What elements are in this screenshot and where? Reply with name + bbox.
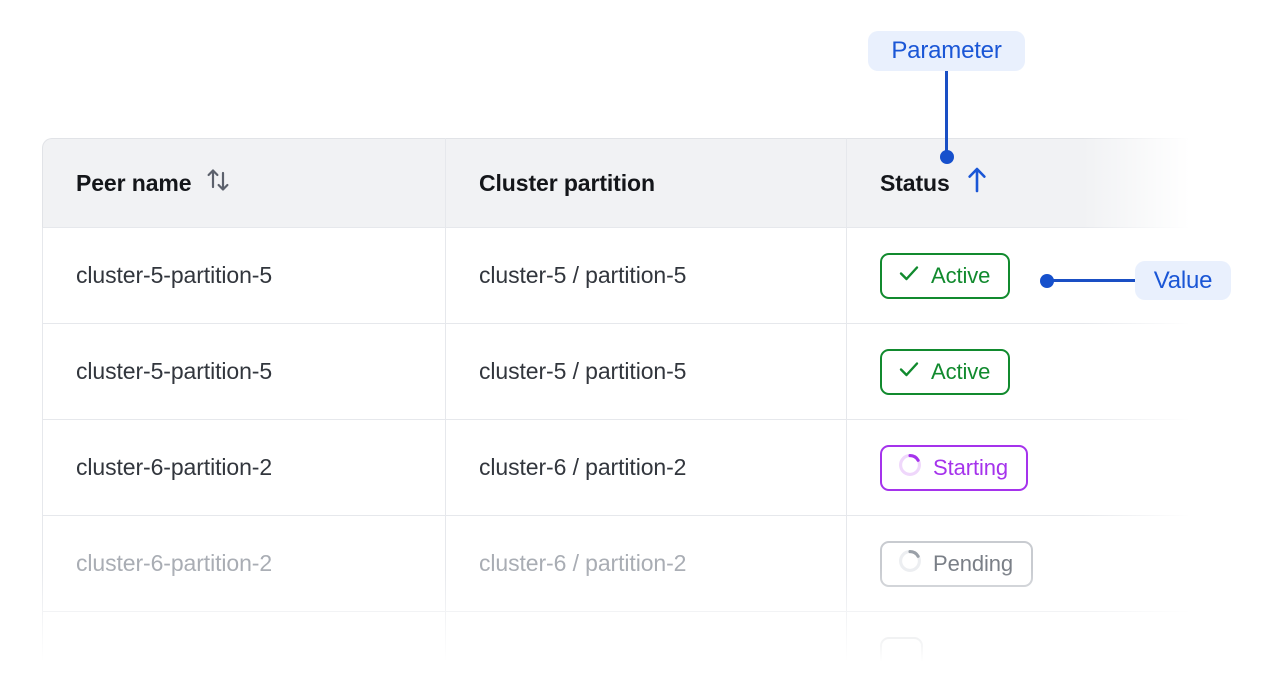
peers-table: Peer name Cluster partition <box>42 138 1232 688</box>
cell-peer-name <box>42 612 446 688</box>
annotation-dot-parameter <box>940 150 954 164</box>
table-row[interactable]: cluster-5-partition-5 cluster-5 / partit… <box>42 324 1232 420</box>
annotation-label-parameter: Parameter <box>868 31 1025 71</box>
table-row[interactable] <box>42 612 1232 688</box>
cell-status: Active <box>847 228 1232 324</box>
cell-status: Active <box>847 324 1232 420</box>
cell-cluster-partition: cluster-6 / partition-2 <box>446 420 847 516</box>
cell-cluster-partition: cluster-6 / partition-2 <box>446 516 847 612</box>
annotation-connector-parameter <box>945 70 948 154</box>
status-badge: Active <box>880 252 1011 299</box>
arrow-up-icon[interactable] <box>964 165 990 201</box>
spinner-icon <box>897 452 923 484</box>
column-header-cluster-partition-label: Cluster partition <box>479 169 655 196</box>
cell-status <box>847 612 1232 688</box>
table-header-row: Peer name Cluster partition <box>42 138 1232 228</box>
annotation-dot-value <box>1040 274 1054 288</box>
spinner-icon <box>897 548 923 580</box>
cell-peer-name: cluster-5-partition-5 <box>42 228 446 324</box>
check-icon <box>897 261 921 291</box>
cell-cluster-partition: cluster-5 / partition-5 <box>446 228 847 324</box>
column-header-cluster-partition[interactable]: Cluster partition <box>446 138 847 228</box>
cell-peer-name: cluster-6-partition-2 <box>42 516 446 612</box>
status-badge-label: Starting <box>933 454 1009 480</box>
annotation-connector-value <box>1049 279 1137 282</box>
cell-peer-name: cluster-5-partition-5 <box>42 324 446 420</box>
check-icon <box>897 357 921 387</box>
table-header: Peer name Cluster partition <box>42 138 1232 228</box>
cell-cluster-partition <box>446 612 847 688</box>
table-row[interactable]: cluster-6-partition-2 cluster-6 / partit… <box>42 516 1232 612</box>
column-header-status-label: Status <box>880 169 950 196</box>
cell-status: Pending <box>847 516 1232 612</box>
status-badge: Pending <box>880 540 1034 587</box>
status-badge <box>880 636 924 683</box>
status-badge-label: Active <box>931 358 991 384</box>
status-badge: Active <box>880 348 1011 395</box>
table-body: cluster-5-partition-5 cluster-5 / partit… <box>42 228 1232 688</box>
peers-table-container: Peer name Cluster partition <box>42 138 1232 688</box>
status-badge-label: Active <box>931 262 991 288</box>
cell-cluster-partition: cluster-5 / partition-5 <box>446 324 847 420</box>
annotation-label-value: Value <box>1135 261 1231 300</box>
status-badge: Starting <box>880 444 1029 491</box>
cell-status: Starting <box>847 420 1232 516</box>
column-header-status[interactable]: Status <box>847 138 1232 228</box>
cell-peer-name: cluster-6-partition-2 <box>42 420 446 516</box>
status-badge-label: Pending <box>933 550 1014 576</box>
sort-both-icon[interactable] <box>205 166 231 200</box>
column-header-peer-name-label: Peer name <box>76 169 192 196</box>
table-row[interactable]: cluster-5-partition-5 cluster-5 / partit… <box>42 228 1232 324</box>
table-row[interactable]: cluster-6-partition-2 cluster-6 / partit… <box>42 420 1232 516</box>
column-header-peer-name[interactable]: Peer name <box>42 138 446 228</box>
